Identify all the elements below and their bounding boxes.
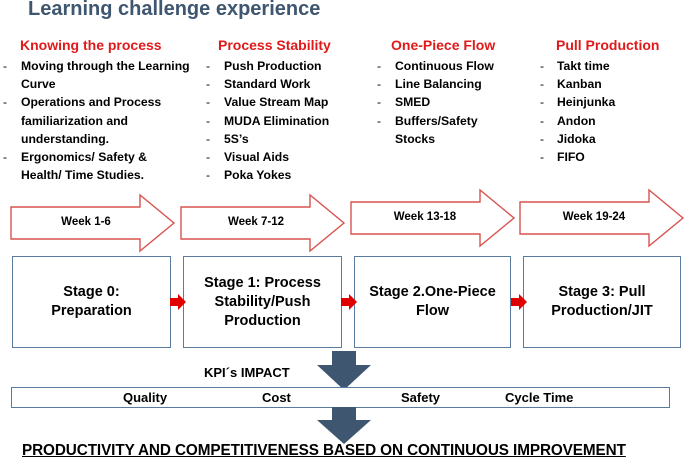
column-heading-knowing: Knowing the process bbox=[20, 37, 162, 53]
list-stability: Push Production Standard Work Value Stre… bbox=[203, 57, 363, 185]
down-arrow-kpi bbox=[317, 351, 371, 390]
list-flow: Continuous Flow Line Balancing SMED Buff… bbox=[374, 57, 519, 148]
footer-statement: PRODUCTIVITY AND COMPETITIVENESS BASED O… bbox=[22, 442, 626, 459]
list-item: Standard Work bbox=[203, 75, 363, 93]
list-item: Heinjunka bbox=[539, 93, 679, 111]
list-item: Moving through the Learning Curve bbox=[0, 57, 190, 93]
column-heading-flow: One-Piece Flow bbox=[391, 37, 496, 53]
list-item: Takt time bbox=[539, 57, 679, 75]
list-item: Ergonomics/ Safety & Health/ Time Studie… bbox=[0, 148, 190, 184]
list-item: SMED bbox=[374, 93, 519, 111]
list-item: Line Balancing bbox=[374, 75, 519, 93]
down-arrow-footer bbox=[317, 407, 371, 444]
stage-3-label: Stage 3: Pull Production/JIT bbox=[551, 284, 653, 319]
week-arrow-1 bbox=[10, 193, 176, 253]
week-arrow-4 bbox=[519, 188, 685, 248]
list-pull: Takt time Kanban Heinjunka Andon Jidoka … bbox=[539, 57, 679, 166]
kpi-item-quality: Quality bbox=[123, 390, 168, 405]
stage-1-label: Stage 1: Process Stability/Push Producti… bbox=[204, 274, 321, 329]
week-arrow-3 bbox=[350, 188, 516, 248]
connector-arrow-1 bbox=[170, 294, 186, 310]
stage-0-box: Stage 0: Preparation bbox=[12, 256, 171, 348]
list-item: Poka Yokes bbox=[203, 166, 363, 184]
list-item: Jidoka bbox=[539, 130, 679, 148]
column-heading-stability: Process Stability bbox=[218, 37, 331, 53]
list-item: FIFO bbox=[539, 148, 679, 166]
list-item: Kanban bbox=[539, 75, 679, 93]
kpi-item-cost: Cost bbox=[262, 390, 291, 405]
stage-3-box: Stage 3: Pull Production/JIT bbox=[523, 256, 681, 348]
list-item: Push Production bbox=[203, 57, 363, 75]
list-item: Operations and Process familiarization a… bbox=[0, 93, 190, 148]
list-item: Visual Aids bbox=[203, 148, 363, 166]
page-title: Learning challenge experience bbox=[28, 0, 321, 20]
stage-2-box: Stage 2.One-Piece Flow bbox=[354, 256, 511, 348]
list-knowing: Moving through the Learning Curve Operat… bbox=[0, 57, 190, 184]
stage-1-box: Stage 1: Process Stability/Push Producti… bbox=[183, 256, 342, 348]
connector-arrow-2 bbox=[341, 294, 357, 310]
week-label-2: Week 7-12 bbox=[227, 216, 285, 228]
kpi-label: KPI´s IMPACT bbox=[204, 365, 290, 380]
list-item: Buffers/Safety Stocks bbox=[374, 112, 519, 148]
column-heading-pull: Pull Production bbox=[556, 37, 660, 53]
stage-2-label: Stage 2.One-Piece Flow bbox=[369, 284, 496, 319]
kpi-item-cycle-time: Cycle Time bbox=[505, 390, 574, 405]
connector-arrow-3 bbox=[511, 294, 527, 310]
list-item: 5S’s bbox=[203, 130, 363, 148]
list-item: MUDA Elimination bbox=[203, 112, 363, 130]
week-label-1: Week 1-6 bbox=[61, 216, 111, 228]
week-label-3: Week 13-18 bbox=[393, 211, 457, 223]
list-item: Value Stream Map bbox=[203, 93, 363, 111]
week-label-4: Week 19-24 bbox=[562, 211, 626, 223]
list-item: Andon bbox=[539, 112, 679, 130]
list-item: Continuous Flow bbox=[374, 57, 519, 75]
stage-0-label: Stage 0: Preparation bbox=[51, 284, 132, 319]
week-arrow-2 bbox=[180, 193, 346, 253]
kpi-item-safety: Safety bbox=[401, 390, 441, 405]
